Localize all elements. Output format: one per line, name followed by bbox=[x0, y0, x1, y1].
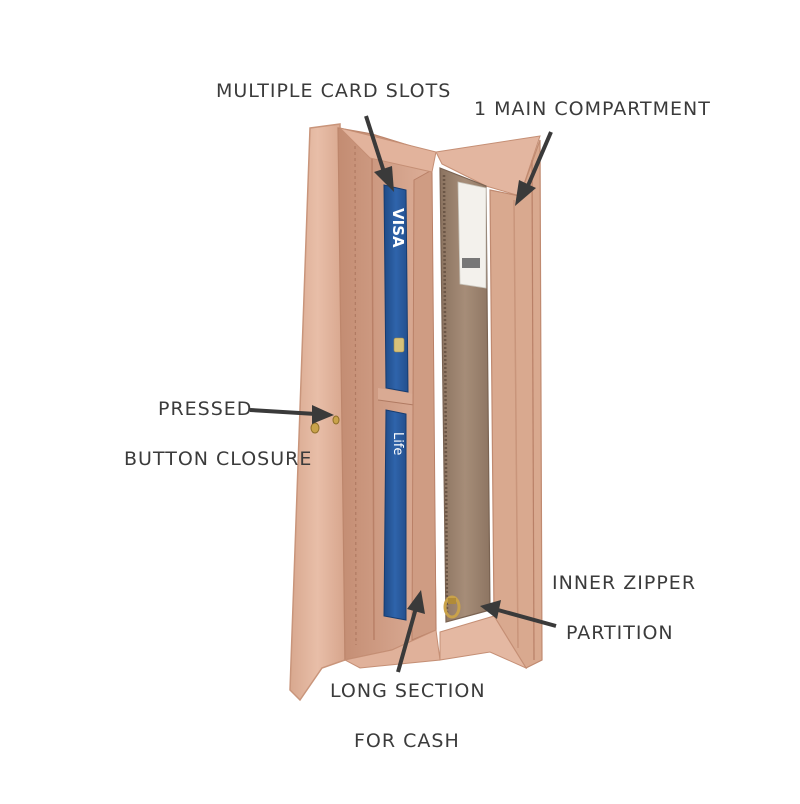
label-multiple-card-slots: MULTIPLE CARD SLOTS bbox=[216, 80, 452, 102]
card-life: Life bbox=[383, 409, 407, 621]
arrow-inner-zipper bbox=[480, 600, 557, 628]
arrow-long-section bbox=[396, 590, 425, 673]
label-button-closure: BUTTON CLOSURE bbox=[124, 448, 313, 470]
label-main-compartment: 1 MAIN COMPARTMENT bbox=[474, 98, 711, 120]
card-visa-brand: VISA bbox=[389, 208, 407, 248]
label-pressed: PRESSED bbox=[158, 398, 253, 420]
label-partition: PARTITION bbox=[566, 622, 674, 644]
zipper-pull bbox=[443, 595, 461, 619]
card-life-brand: Life bbox=[390, 432, 405, 455]
product-tag bbox=[457, 181, 487, 289]
label-long-section: LONG SECTION bbox=[330, 680, 486, 702]
top-fold-left bbox=[338, 127, 437, 173]
arrow-main-compartment bbox=[515, 131, 553, 206]
card-visa: VISA bbox=[383, 184, 409, 393]
top-fold-right bbox=[435, 135, 541, 197]
label-inner-zipper: INNER ZIPPER bbox=[552, 572, 697, 594]
arrow-button-closure bbox=[249, 405, 334, 424]
arrow-card-slots bbox=[364, 115, 394, 192]
button-closure-snap bbox=[310, 415, 340, 434]
label-for-cash: FOR CASH bbox=[354, 730, 460, 752]
